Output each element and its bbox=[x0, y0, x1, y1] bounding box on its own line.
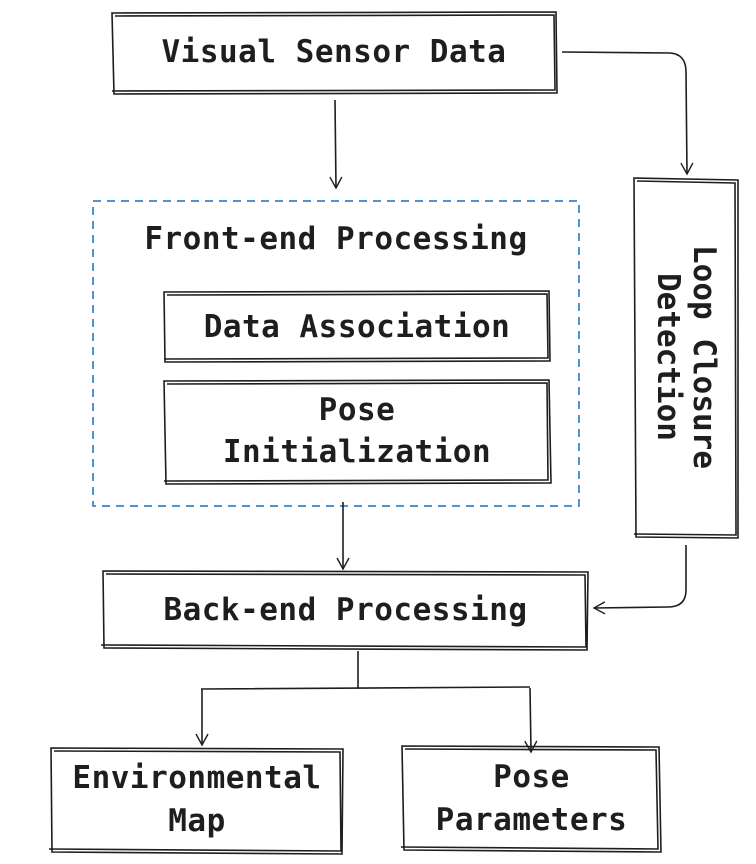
pose-initialization-line-1: Pose bbox=[318, 392, 396, 428]
arrow-sensor-to-loop-closure bbox=[561, 51, 694, 176]
frontend-group-border bbox=[92, 200, 580, 507]
pose-initialization-box bbox=[163, 379, 552, 485]
connector-backend-split bbox=[200, 651, 531, 690]
pose-initialization-line-2: Initialization bbox=[222, 434, 492, 470]
arrow-backend-to-pose-parameters bbox=[524, 687, 538, 754]
pose-parameters-line-2: Parameters bbox=[435, 802, 628, 838]
pose-parameters-line-1: Pose bbox=[493, 759, 570, 795]
environmental-map-label: Environmental Map bbox=[51, 757, 343, 843]
visual-sensor-data-box bbox=[111, 11, 558, 95]
environmental-map-line-2: Map bbox=[168, 803, 226, 839]
loop-closure-detection-label: Loop Closure Detection bbox=[650, 177, 722, 537]
frontend-group-label: Front-end Processing bbox=[144, 221, 528, 257]
loop-closure-line-2: Detection bbox=[650, 273, 686, 441]
data-association-label: Data Association bbox=[203, 309, 511, 345]
backend-processing-label: Back-end Processing bbox=[163, 592, 528, 628]
environmental-map-line-1: Environmental bbox=[72, 760, 322, 796]
arrow-sensor-to-frontend bbox=[329, 99, 343, 190]
loop-closure-detection-box bbox=[633, 177, 739, 539]
environmental-map-box bbox=[48, 747, 344, 855]
loop-closure-line-1: Loop Closure bbox=[686, 245, 722, 469]
arrow-loop-closure-to-backend bbox=[592, 545, 687, 615]
visual-sensor-data-label: Visual Sensor Data bbox=[161, 34, 507, 70]
backend-processing-box bbox=[100, 570, 589, 651]
data-association-box bbox=[163, 290, 551, 363]
pose-initialization-label: Pose Initialization bbox=[164, 389, 550, 473]
pose-parameters-label: Pose Parameters bbox=[402, 756, 661, 842]
